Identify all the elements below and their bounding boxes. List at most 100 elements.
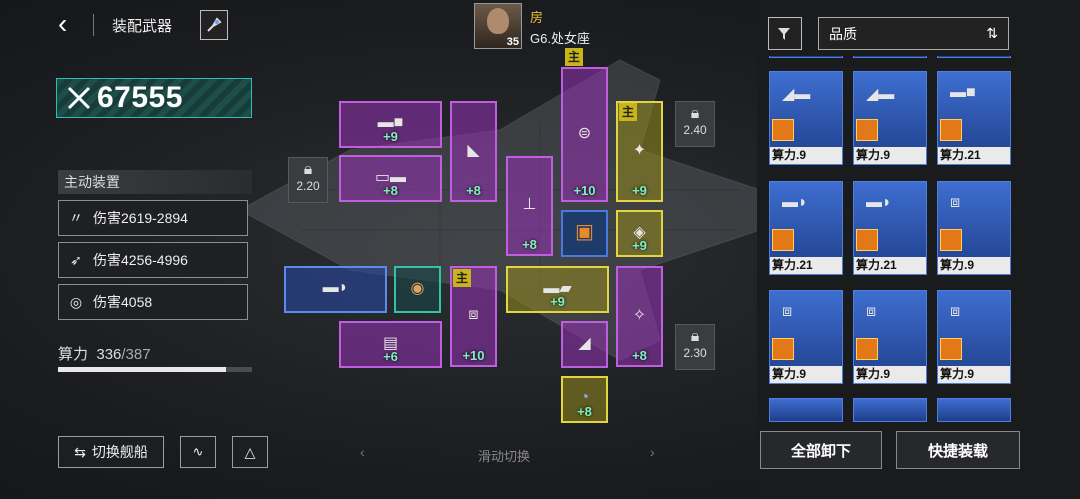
item-card-partial [853, 56, 927, 58]
header-divider [93, 14, 94, 36]
item-compute: 算力.21 [770, 257, 842, 274]
switch-ship-button[interactable]: ⇆ 切换舰船 [58, 436, 164, 468]
rarity-badge-icon [772, 119, 794, 141]
weapon-slot[interactable]: ◈+9 [616, 210, 663, 257]
capacity-readout: 算力 336/387 [58, 343, 151, 364]
item-compute: 算力.9 [938, 366, 1010, 383]
rarity-badge-icon [856, 338, 878, 360]
locked-slot[interactable]: 🔒︎2.20 [288, 157, 328, 203]
item-card[interactable]: ◢▬算力.9 [769, 71, 843, 165]
rarity-badge-icon [940, 119, 962, 141]
weapon-slot[interactable]: ⊥+8 [506, 156, 553, 256]
shield-ring-icon: ◎ [69, 293, 83, 310]
rarity-badge-icon [856, 229, 878, 251]
weapon-slot[interactable]: ⊜ +10 [561, 67, 608, 202]
item-card[interactable]: ▬◗算力.21 [853, 181, 927, 275]
swipe-left-arrow[interactable]: ‹ [360, 444, 365, 460]
commander-level: 35 [506, 36, 519, 48]
swap-icon: ⇆ [74, 443, 86, 460]
combat-power-box: 67555 [56, 78, 252, 118]
missile-pod-icon: ⊜ [577, 124, 592, 142]
skill-text: 伤害4058 [93, 294, 153, 310]
commander-server: G6.处女座 [530, 31, 590, 46]
commander-avatar[interactable]: 35 [474, 3, 522, 49]
item-card[interactable]: ⧈ 算力.9 [853, 290, 927, 384]
swipe-right-arrow[interactable]: › [650, 444, 655, 460]
page-title: 装配武器 [112, 18, 173, 35]
skill-text: 伤害4256-4996 [93, 252, 188, 268]
launcher-icon: ⊥ [522, 196, 537, 213]
commander-name: 房 [530, 10, 544, 25]
weapon-slot[interactable]: ▬▰+9 [506, 266, 609, 313]
item-card[interactable]: ▬◗ 算力.21 [769, 181, 843, 275]
drone-icon: ▬◗ [782, 194, 808, 211]
plasma-icon: ◔ [579, 388, 590, 406]
sort-order-icon: ⇅ [986, 25, 998, 41]
skill-item[interactable]: ◎ 伤害4058 [58, 284, 248, 320]
launcher-pod-icon: ⧈ [782, 303, 793, 320]
item-compute: 算力.21 [938, 147, 1010, 164]
weapon-slot[interactable]: ▤+6 [339, 321, 442, 368]
unequip-all-button[interactable]: 全部卸下 [760, 431, 882, 469]
waveform-icon: ∿ [192, 444, 204, 459]
rarity-badge-icon [772, 229, 794, 251]
weapon-slot[interactable]: ◔+8 [561, 376, 608, 423]
switch-ship-label: 切换舰船 [91, 444, 148, 460]
weapon-config-button[interactable] [200, 10, 228, 40]
item-card[interactable]: ⧈算力.9 [937, 181, 1011, 275]
item-card-partial [937, 398, 1011, 422]
mortar-icon: ◢▬ [866, 86, 895, 103]
filter-icon [778, 27, 790, 40]
weapon-slot[interactable]: ◉ [394, 266, 441, 313]
item-card[interactable]: ▬■算力.21 [937, 71, 1011, 165]
fleet-button[interactable]: △ [232, 436, 268, 468]
back-button[interactable]: ‹ [58, 8, 68, 39]
weapon-slot[interactable]: ▭▬+8 [339, 155, 442, 202]
launcher-pod-icon: ⧈ [866, 303, 877, 320]
slot-bonus: +9 [550, 294, 565, 309]
weapon-slot[interactable]: ✦+9 [616, 101, 663, 202]
item-compute: 算力.9 [854, 366, 926, 383]
item-compute: 算力.9 [938, 257, 1010, 274]
skill-item[interactable]: 〃 伤害2619-2894 [58, 200, 248, 236]
locked-slot[interactable]: 🔒︎2.30 [675, 324, 715, 370]
item-card[interactable]: ◢▬算力.9 [853, 71, 927, 165]
weapon-slot[interactable]: ◣+8 [450, 101, 497, 202]
item-card[interactable]: ⧈算力.9 [937, 290, 1011, 384]
wing-blade-icon: 〃 [69, 210, 83, 226]
lock-icon: 🔒︎ [690, 105, 700, 122]
sort-dropdown[interactable]: 品质 ⇅ [818, 17, 1009, 50]
waveform-button[interactable]: ∿ [180, 436, 216, 468]
item-card-partial [853, 398, 927, 422]
filter-button[interactable] [768, 17, 802, 50]
weapon-slot[interactable]: ◢ [561, 321, 608, 368]
slot-bonus: +10 [462, 348, 485, 363]
weapon-slot[interactable]: ✧+8 [616, 266, 663, 367]
item-compute: 算力.21 [854, 257, 926, 274]
avatar-face-icon [487, 8, 509, 34]
slot-bonus: +10 [573, 183, 596, 198]
inventory-grid: ◢▬算力.9 ◢▬算力.9 ▬■算力.21 ▬◗算力.21 ▬◗算力.21 ⧈算… [769, 56, 1011, 422]
slot-bonus: +8 [466, 183, 481, 198]
rarity-badge-icon [940, 338, 962, 360]
weapon-slot[interactable]: ▬◗ [284, 266, 387, 313]
box-launcher-icon: ⧈ [468, 305, 479, 323]
capacity-label: 算力 [58, 346, 89, 363]
active-devices-heading: 主动装置 [58, 170, 252, 194]
item-compute: 算力.9 [770, 366, 842, 383]
capacity-bar [58, 367, 252, 372]
slot-bonus: +8 [383, 183, 398, 198]
core-slot[interactable]: ▣ [561, 210, 608, 257]
skill-item[interactable]: ➶ 伤害4256-4996 [58, 242, 248, 278]
main-weapon-tag: 主 [619, 103, 637, 121]
rocket-launcher-icon: ▤ [382, 334, 399, 352]
weapon-slot[interactable]: ▬■+9 [339, 101, 442, 148]
locked-slot[interactable]: 🔒︎2.40 [675, 101, 715, 147]
item-card[interactable]: ⧈ 算力.9 [769, 290, 843, 384]
slot-bonus: +6 [383, 349, 398, 364]
quick-equip-button[interactable]: 快捷装载 [896, 431, 1020, 469]
slot-bonus: +9 [632, 238, 647, 253]
capacity-bar-fill [58, 367, 227, 372]
item-card-partial [937, 56, 1011, 58]
slot-bonus: +9 [632, 183, 647, 198]
